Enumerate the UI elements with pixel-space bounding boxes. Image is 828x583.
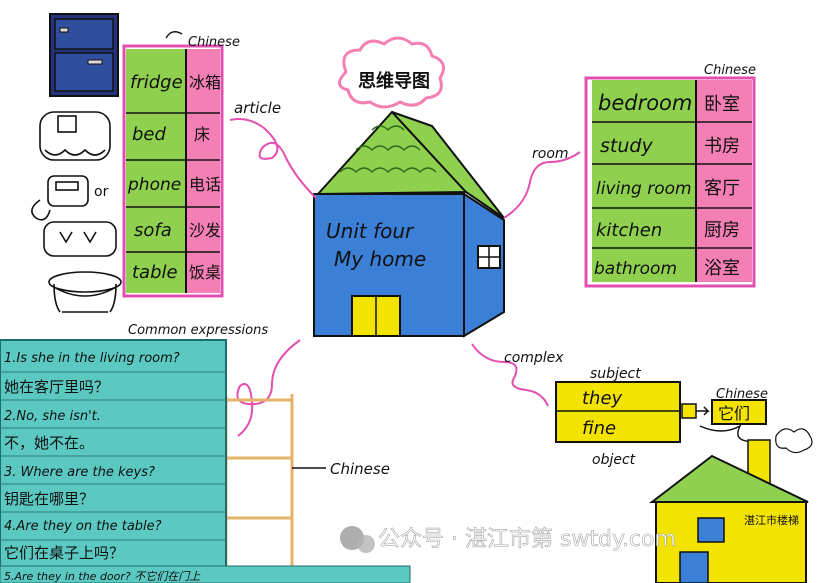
small-house: 湛江市楼梯 bbox=[649, 428, 813, 583]
complex-object-label: object bbox=[592, 452, 636, 468]
article-chinese-sofa: 沙发 bbox=[189, 221, 221, 240]
article-chinese-bed: 床 bbox=[194, 125, 210, 144]
complex-box: they fine 它们 bbox=[555, 381, 767, 443]
room-chinese-bathroom: 浴室 bbox=[704, 258, 740, 279]
title-bubble: 思维导图 bbox=[338, 36, 446, 109]
room-word-study: study bbox=[600, 135, 653, 157]
branch-connectors bbox=[229, 118, 581, 437]
room-chinese-study: 书房 bbox=[704, 136, 740, 157]
watermark: 公众号 · 湛江市第 swtdy.com bbox=[340, 526, 676, 553]
article-table: fridge 冰箱 bed 床 phone 电话 sofa 沙发 table 饭… bbox=[122, 44, 224, 298]
watermark-text: 公众号 · 湛江市第 swtdy.com bbox=[378, 527, 676, 552]
small-house-sign: 湛江市楼梯 bbox=[744, 513, 799, 527]
house-unit-text: Unit four bbox=[326, 219, 415, 243]
expression-line-7: 4.Are they on the table? bbox=[4, 519, 162, 534]
branch-label-complex: complex bbox=[504, 350, 564, 366]
article-chinese-header: Chinese bbox=[188, 35, 240, 50]
room-chinese-bedroom: 卧室 bbox=[704, 94, 740, 115]
expression-line-6: 钥匙在哪里？ bbox=[4, 490, 94, 508]
room-chinese-living-room: 客厅 bbox=[704, 178, 740, 199]
expression-line-1: 1.Is she in the living room? bbox=[4, 351, 180, 366]
svg-text:or: or bbox=[94, 184, 109, 200]
room-word-kitchen: kitchen bbox=[596, 220, 662, 241]
expression-line-2: 她在客厅里吗？ bbox=[4, 378, 109, 396]
article-word-sofa: sofa bbox=[134, 220, 172, 241]
expression-line-3: 2.No, she isn't. bbox=[4, 409, 101, 424]
mind-map-title: 思维导图 bbox=[358, 70, 430, 92]
fridge-drawing bbox=[49, 13, 119, 97]
room-word-bedroom: bedroom bbox=[598, 91, 692, 115]
article-word-table: table bbox=[132, 262, 178, 283]
branch-label-article: article bbox=[234, 99, 281, 117]
complex-word-they: they bbox=[582, 388, 623, 409]
expression-line-4: 不，她不在。 bbox=[4, 434, 94, 452]
complex-squiggle bbox=[699, 424, 767, 443]
room-word-bathroom: bathroom bbox=[594, 259, 677, 279]
room-chinese-header: Chinese bbox=[704, 63, 756, 78]
article-chinese-table: 饭桌 bbox=[189, 263, 221, 282]
ladder-drawing bbox=[224, 394, 326, 583]
complex-subject-label: subject bbox=[590, 366, 641, 382]
article-chinese-phone: 电话 bbox=[189, 175, 221, 194]
branch-label-common-expressions: Common expressions bbox=[128, 323, 268, 338]
expressions-panel: 1.Is she in the living room? 她在客厅里吗？ 2.N… bbox=[0, 339, 227, 583]
room-chinese-kitchen: 厨房 bbox=[704, 220, 740, 241]
branch-label-room: room bbox=[532, 146, 569, 162]
article-word-phone: phone bbox=[127, 175, 181, 195]
article-word-fridge: fridge bbox=[130, 72, 183, 93]
expression-line-5: 3. Where are the keys? bbox=[4, 465, 155, 480]
article-word-bed: bed bbox=[132, 124, 167, 145]
house-home-text: My home bbox=[334, 247, 426, 271]
furniture-sketches: or bbox=[31, 111, 122, 313]
expression-line-8: 它们在桌子上吗？ bbox=[4, 544, 124, 562]
complex-word-fine: fine bbox=[582, 418, 616, 439]
expressions-bottom-strip bbox=[0, 565, 411, 583]
central-house: Unit four My home bbox=[313, 110, 505, 338]
expression-line-9: 5.Are they in the door? 不它们在门上 bbox=[4, 570, 201, 583]
room-table: bedroom 卧室 study 书房 living room 客厅 kitch… bbox=[584, 76, 756, 288]
header-arrow bbox=[165, 31, 183, 39]
complex-chinese-label: Chinese bbox=[716, 387, 768, 402]
complex-translation: 它们 bbox=[718, 404, 750, 423]
room-word-living-room: living room bbox=[596, 179, 692, 199]
ladder-chinese-label: Chinese bbox=[330, 460, 390, 478]
article-chinese-fridge: 冰箱 bbox=[189, 73, 221, 92]
